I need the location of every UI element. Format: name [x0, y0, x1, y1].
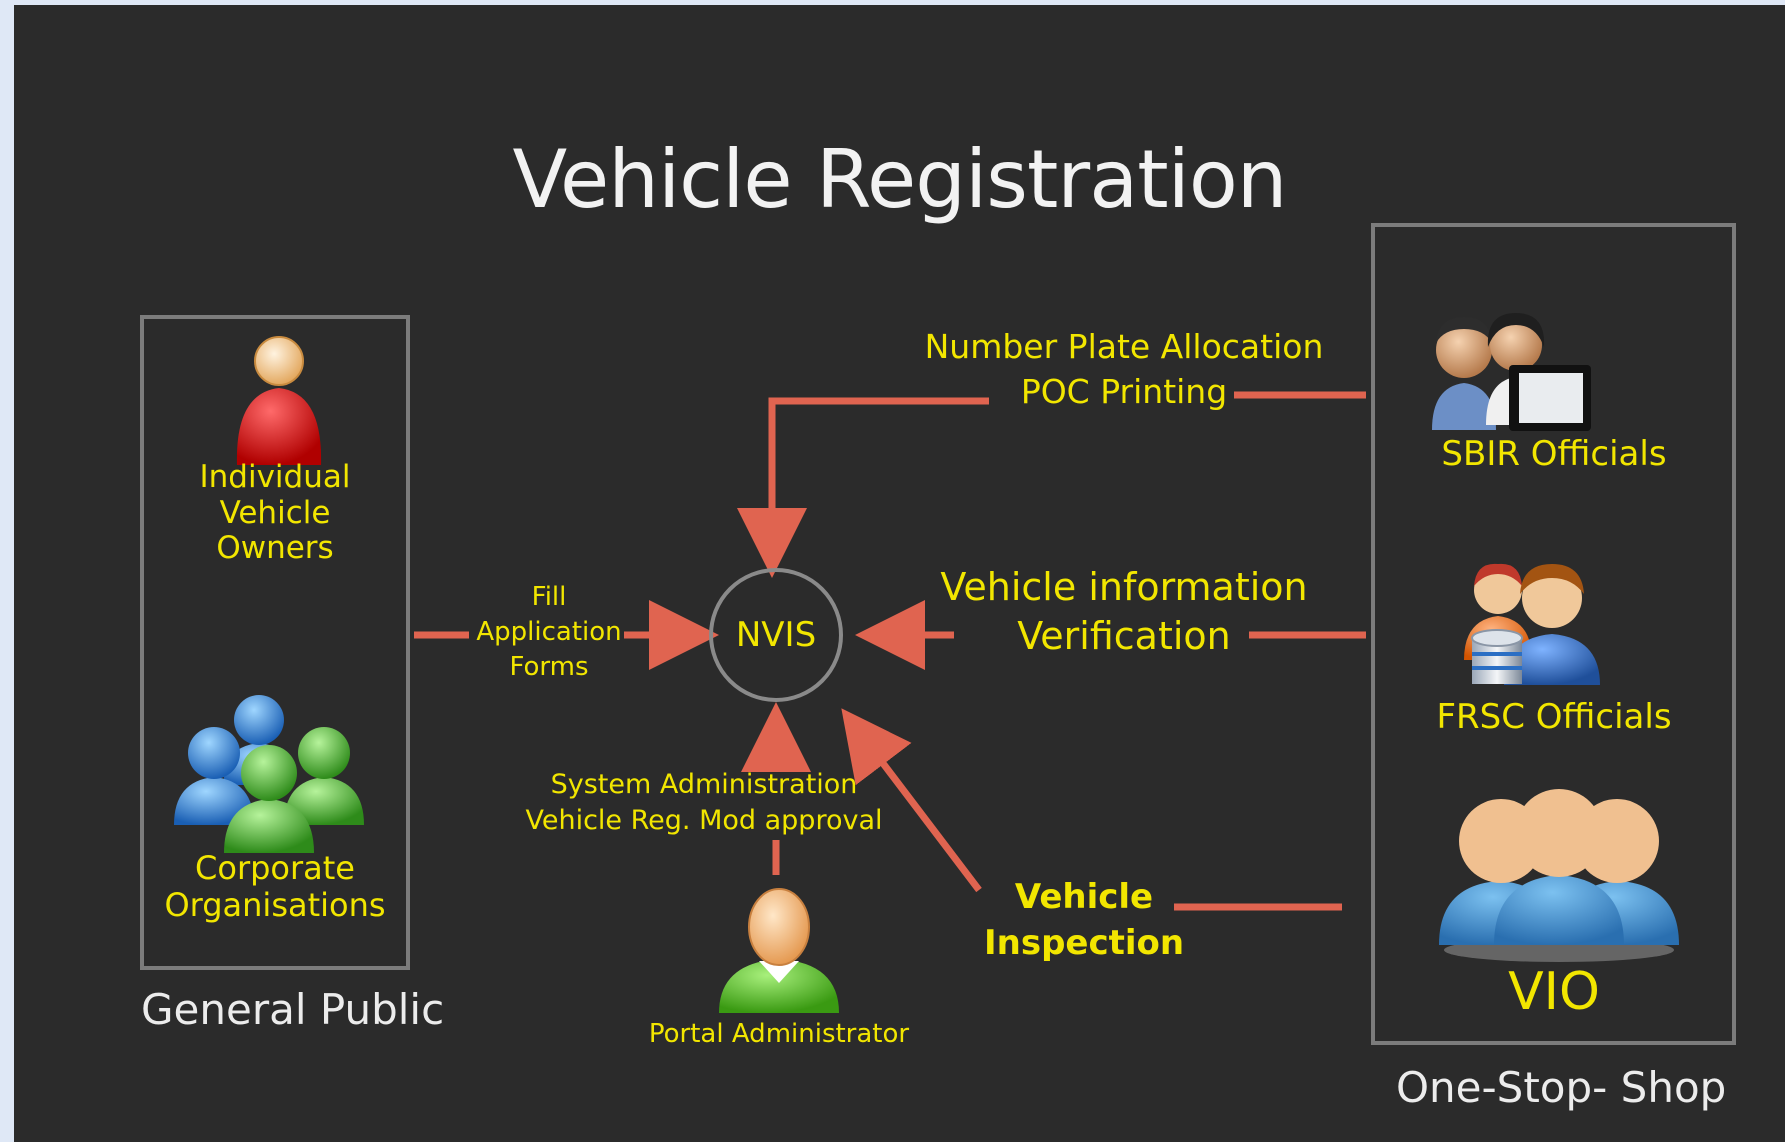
vio-label: VIO — [1508, 962, 1600, 1022]
general-public-caption: General Public — [141, 985, 445, 1034]
verification-label: Vehicle information Verification — [940, 565, 1308, 659]
fill-forms-label: Fill Application Forms — [476, 582, 622, 683]
sbir-label: SBIR Officials — [1441, 434, 1667, 474]
nvis-node: NVIS — [709, 568, 843, 702]
diagram-title: Vehicle Registration — [512, 133, 1288, 226]
officials-computer-icon — [1432, 313, 1591, 431]
one-stop-shop-box — [1371, 223, 1736, 1045]
inspection-label: Vehicle Inspection — [984, 877, 1185, 963]
one-stop-shop-caption: One-Stop- Shop — [1396, 1063, 1727, 1112]
group-people-icon — [174, 695, 364, 853]
frsc-label: FRSC Officials — [1436, 697, 1672, 737]
corporate-label: Corporate Organisations — [164, 849, 386, 924]
general-public-box — [140, 315, 410, 970]
individual-owners-label: Individual Vehicle Owners — [199, 459, 351, 567]
flow-arrows — [414, 391, 1366, 911]
nvis-label: NVIS — [735, 615, 817, 655]
officials-database-icon — [1464, 563, 1600, 685]
number-plate-label: Number Plate Allocation POC Printing — [924, 327, 1324, 411]
diagram-canvas: Vehicle Registration Individual Vehicle … — [14, 5, 1785, 1142]
sysadmin-label: System Administration Vehicle Reg. Mod a… — [525, 769, 883, 837]
vio-group-icon — [1439, 789, 1679, 962]
admin-person-icon — [719, 888, 839, 1013]
portal-admin-label: Portal Administrator — [648, 1019, 910, 1049]
person-red-icon — [236, 336, 322, 465]
